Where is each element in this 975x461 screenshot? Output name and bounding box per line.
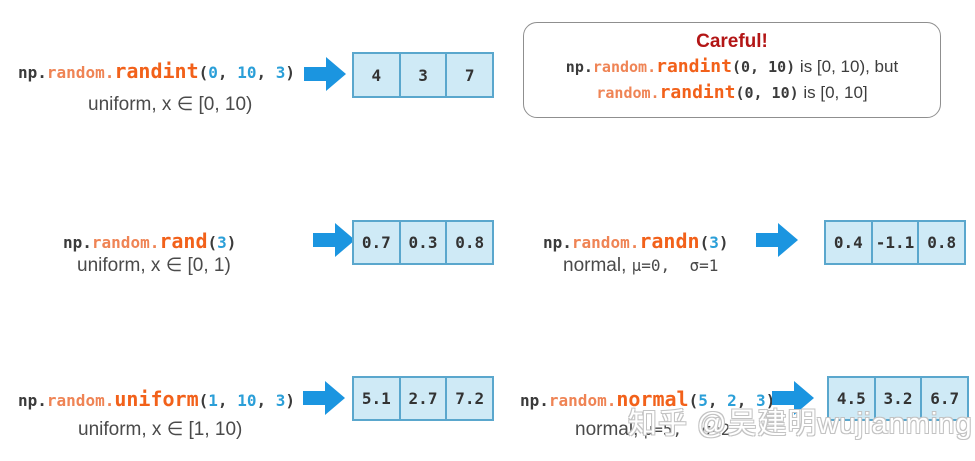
caption-rand: uniform, x ∈ [0, 1) [77,255,231,276]
careful-line-2: random.randint(0, 10) is [0, 10] [596,82,868,103]
code-arg: 3 [756,391,766,410]
code-arg: 10 [237,391,257,410]
caption-randint: uniform, x ∈ [0, 10) [88,94,253,115]
code-module: random. [571,233,640,252]
result-array-uniform: 5.1 2.7 7.2 [352,376,494,421]
array-cell: 0.7 [354,222,399,263]
code-function: normal [616,387,689,411]
array-cell: 7.2 [445,378,493,419]
code-arg: 2 [727,391,737,410]
careful-line-1: np.random.randint(0, 10) is [0, 10), but [565,56,899,77]
array-cell: 5.1 [354,378,399,419]
code-line-randn: np.random.randn(3) [543,229,729,253]
code-module: random. [548,391,617,410]
caption-uniform: uniform, x ∈ [1, 10) [78,419,243,440]
code-function: randn [639,229,700,253]
code-arg: 10 [237,63,257,82]
code-line-randint: np.random.randint(0, 10, 3) [18,59,295,83]
code-arg: 0 [208,63,218,82]
caption-randn: normal, μ=0, σ=1 [563,255,719,276]
caption-normal: normal, μ=5, σ=2 [575,419,731,440]
result-array-randn: 0.4 -1.1 0.8 [824,220,966,265]
code-module: random. [46,391,115,410]
array-cell: 0.3 [398,222,446,263]
arrow-right-icon [303,381,345,415]
code-line-normal: np.random.normal(5, 2, 3) [520,387,776,411]
code-function: randint [114,59,199,83]
code-arg: 3 [709,233,719,252]
code-function: uniform [114,387,199,411]
code-arg: 3 [217,233,227,252]
array-cell: 2.7 [398,378,446,419]
arrow-right-icon [313,223,355,257]
array-cell: 0.8 [445,222,493,263]
careful-note: Careful! np.random.randint(0, 10) is [0,… [523,22,941,118]
array-cell: 3.2 [873,378,921,419]
arrow-right-icon [304,57,346,91]
careful-title: Careful! [696,31,768,52]
code-line-uniform: np.random.uniform(1, 10, 3) [18,387,295,411]
code-module: random. [46,63,115,82]
zhihu-watermark: 知乎 @吴建明wujianming [628,408,973,440]
code-np: np. [18,391,47,410]
code-arg: 3 [275,63,286,82]
code-arg: 1 [208,391,218,410]
code-module: random. [91,233,160,252]
array-cell: 0.8 [917,222,965,263]
code-function: rand [159,229,208,253]
array-cell: 6.7 [920,378,968,419]
array-cell: 4 [354,54,399,96]
array-cell: 7 [445,54,493,96]
result-array-rand: 0.7 0.3 0.8 [352,220,494,265]
code-arg: 3 [275,391,286,410]
array-cell: 4.5 [829,378,874,419]
code-arg: 5 [698,391,708,410]
arrow-right-icon [772,381,814,415]
code-np: np. [543,233,572,252]
code-np: np. [18,63,47,82]
code-np: np. [63,233,92,252]
arrow-right-icon [756,223,798,257]
array-cell: 3 [398,54,446,96]
array-cell: -1.1 [870,222,918,263]
array-cell: 0.4 [826,222,871,263]
code-np: np. [520,391,549,410]
code-line-rand: np.random.rand(3) [63,229,237,253]
result-array-randint: 4 3 7 [352,52,494,98]
result-array-normal: 4.5 3.2 6.7 [827,376,969,421]
